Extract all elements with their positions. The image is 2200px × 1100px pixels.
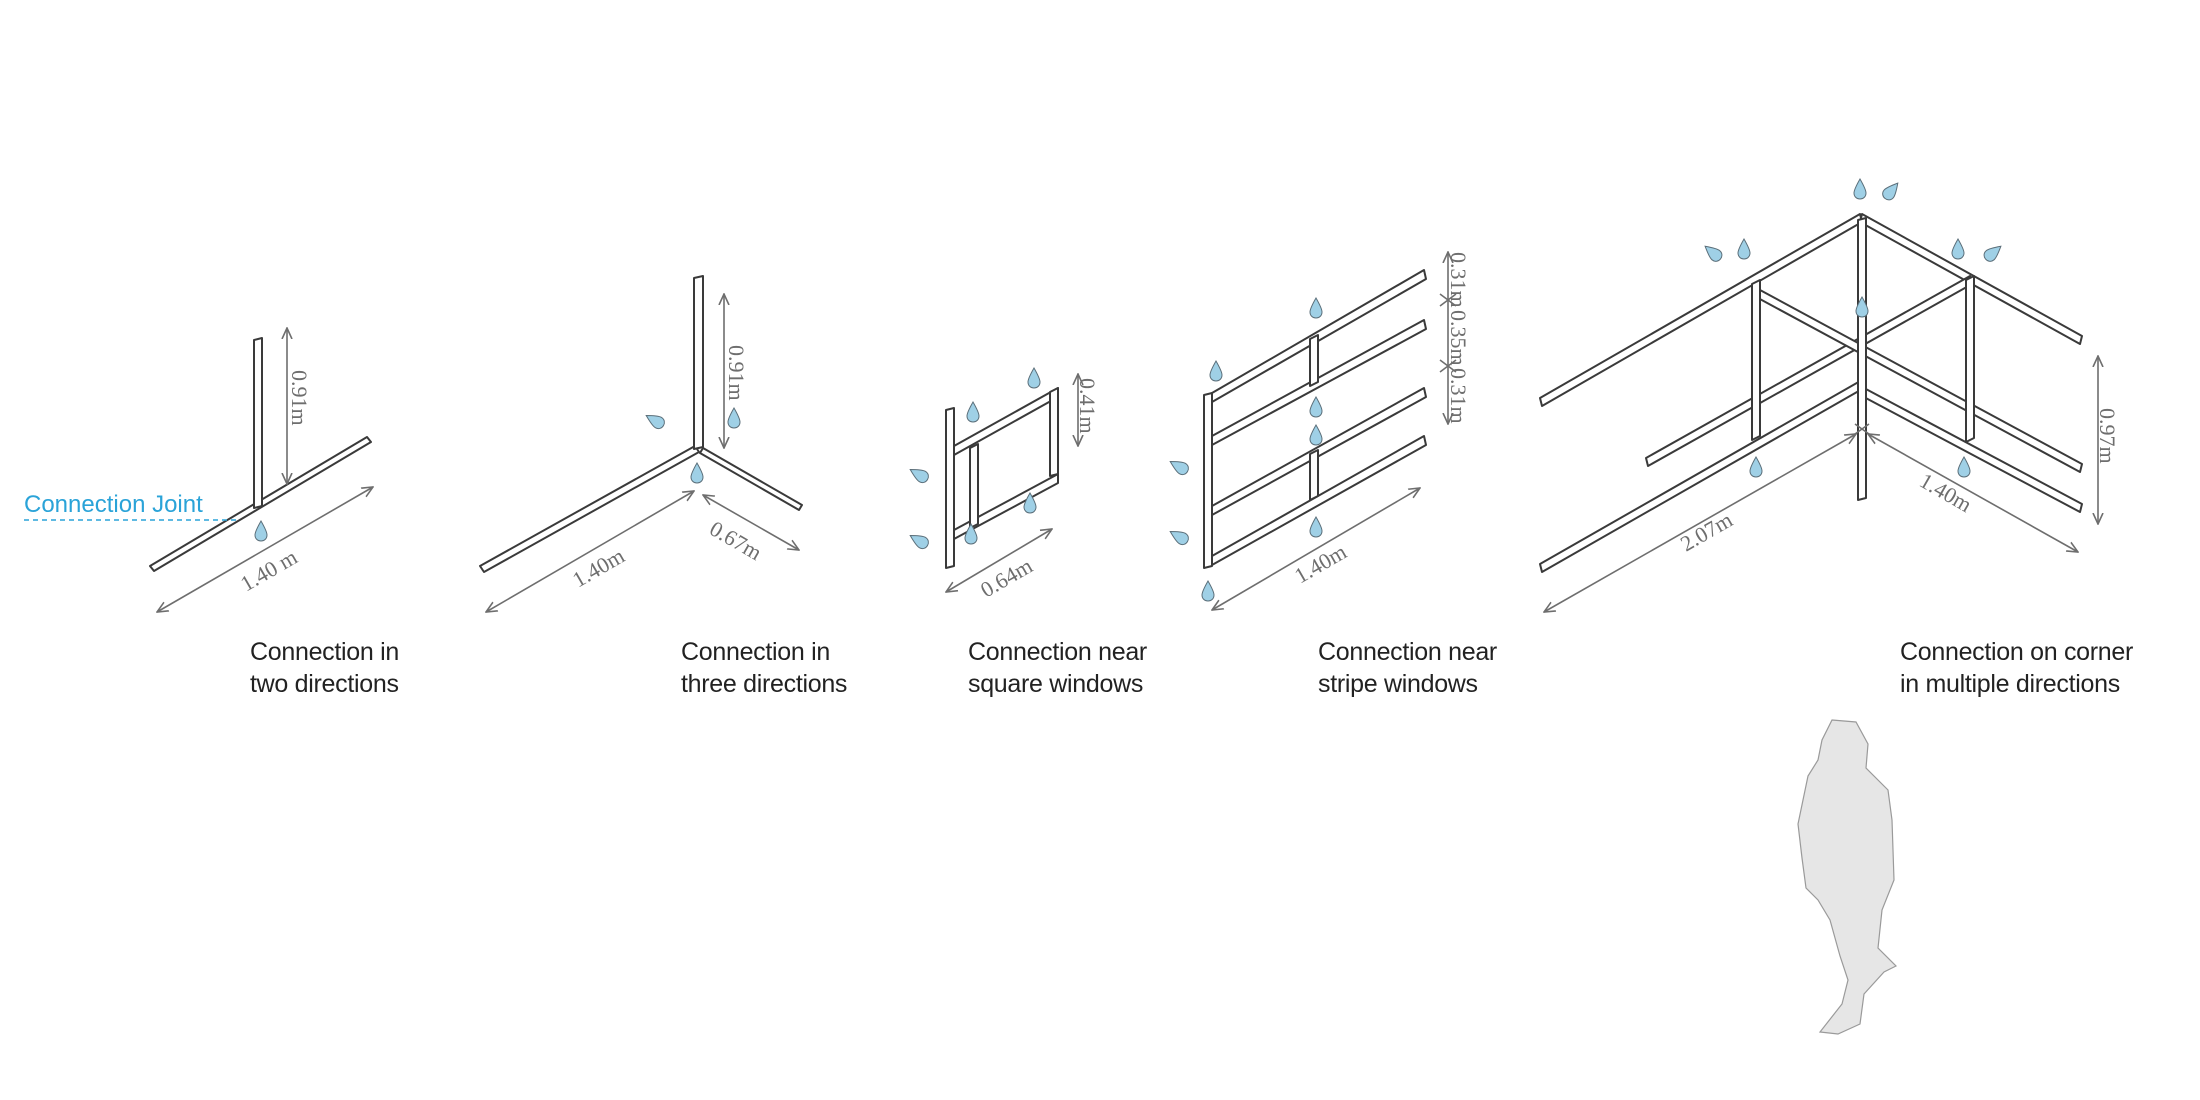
caption-line-1: Connection in <box>250 638 399 666</box>
dimension-lines-panel-2 <box>486 294 799 612</box>
frame-corner-multiple <box>1539 213 2083 573</box>
connection-joint-marker-icon <box>1309 396 1323 418</box>
connection-joint-marker-icon <box>1879 178 1903 203</box>
dimension-lines-panel-3 <box>946 374 1078 592</box>
dimension-label: 1.40 m <box>236 544 301 596</box>
panel-corner-multiple: 0.97m 1.40m 2.07m Connection on corner i… <box>1539 178 2133 698</box>
connection-joint-marker-icon <box>1166 455 1192 478</box>
dimension-lines-panel-4 <box>1212 252 1457 610</box>
caption-line-2: square windows <box>968 670 1143 698</box>
dimension-label: 0.91m <box>287 370 312 426</box>
frame-three-directions <box>479 275 803 573</box>
dimension-label: 0.41m <box>1075 378 1100 434</box>
connection-joint-marker-icon <box>906 463 932 486</box>
connection-joint-marker-icon <box>1201 580 1215 602</box>
caption-line-2: two directions <box>250 670 399 698</box>
connection-joint-marker-icon <box>642 409 668 432</box>
panel-square-windows: 0.41m 0.64m Connection near square windo… <box>906 367 1147 698</box>
dimension-label: 0.31m <box>1446 368 1471 424</box>
connection-joint-marker-icon <box>1853 178 1867 200</box>
caption-line-2: in multiple directions <box>1900 670 2120 698</box>
caption-line-1: Connection near <box>968 638 1147 666</box>
connection-joint-marker-icon <box>1951 238 1965 260</box>
connection-joint-label: Connection Joint <box>24 491 203 518</box>
dimension-label: 0.67m <box>706 516 767 565</box>
connection-joint-marker-icon <box>966 401 980 423</box>
dimension-label: 0.97m <box>2095 408 2120 464</box>
panel-stripe-windows: 0.31m 0.35m 0.31m 1.40m Connection near … <box>1166 252 1497 698</box>
connection-joint-marker-icon <box>254 520 268 542</box>
panel-three-directions: 0.91m 1.40m 0.67m Connection in three di… <box>479 275 847 698</box>
dimension-lines-panel-1 <box>157 328 373 612</box>
caption-line-1: Connection on corner <box>1900 638 2133 666</box>
caption-line-1: Connection in <box>681 638 830 666</box>
connection-joint-marker-icon <box>1749 456 1763 478</box>
connection-joint-marker-icon <box>1981 241 2006 265</box>
panel-two-directions: 0.91m 1.40 m Connection Joint Connection… <box>24 328 399 698</box>
connection-joint-marker-icon <box>1309 424 1323 446</box>
connection-joint-marker-icon <box>1309 516 1323 538</box>
connection-joint-marker-icon <box>1027 367 1041 389</box>
dimension-label: 2.07m <box>1676 507 1737 556</box>
connection-joint-marker-icon <box>1700 241 1725 265</box>
caption-line-2: stripe windows <box>1318 670 1478 698</box>
connection-joint-marker-icon <box>906 529 932 552</box>
frame-square-windows <box>945 387 1059 569</box>
dimension-label: 0.64m <box>976 553 1037 602</box>
dimension-lines-panel-5 <box>1544 356 2098 612</box>
connection-joint-marker-icon <box>1737 238 1751 260</box>
dimension-label: 0.31m <box>1446 252 1471 308</box>
person-silhouette-icon <box>1797 719 1898 1035</box>
caption-line-1: Connection near <box>1318 638 1497 666</box>
dimension-label: 0.35m <box>1446 310 1471 366</box>
dimension-label: 1.40m <box>568 543 629 592</box>
caption-line-2: three directions <box>681 670 847 698</box>
connection-joint-marker-icon <box>727 407 741 429</box>
connection-joint-marker-icon <box>1309 297 1323 319</box>
connection-joint-marker-icon <box>1209 360 1223 382</box>
connection-joint-marker-icon <box>1166 525 1192 548</box>
dimension-label: 0.91m <box>724 345 749 401</box>
connection-joint-marker-icon <box>1957 456 1971 478</box>
connection-joint-marker-icon <box>690 462 704 484</box>
